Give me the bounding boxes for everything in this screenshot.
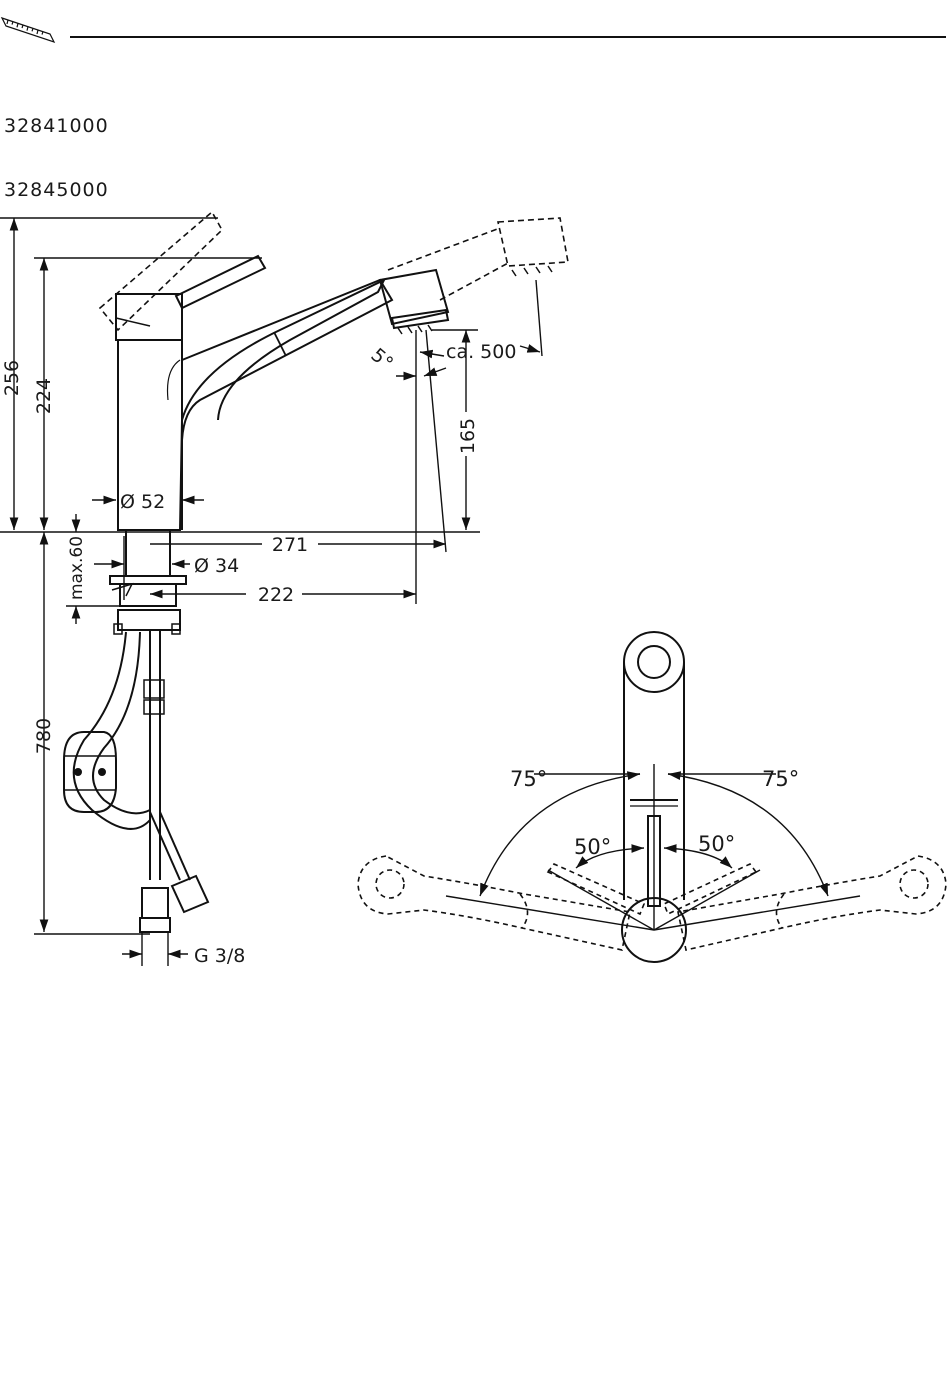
hose-fitting-right [172,876,208,912]
angle-inner-left: 50° [574,835,611,859]
lever-dashed-position [100,212,222,330]
faucet-top-view [358,632,946,962]
spray-head-dashed [498,218,568,266]
dimension-165: 165 [457,418,479,454]
hose-fitting-left [142,888,168,918]
angle-outer-left: 75° [510,767,547,791]
dashed-lever-right [664,864,756,914]
dimension-diameter-34: Ø 34 [194,555,239,577]
dimension-diameter-52: Ø 52 [120,491,165,513]
faucet-side-view [64,212,568,932]
dimension-224: 224 [33,378,55,414]
dashed-spout-right [678,856,946,950]
angle-inner-right: 50° [698,832,735,856]
dimension-max-60: max.60 [67,536,87,600]
faucet-cap [116,294,182,340]
dimension-thread: G 3/8 [194,945,245,967]
dimension-256: 256 [1,360,23,396]
shank [126,530,170,576]
mounting-nut [118,610,180,630]
dashed-spout-left [358,856,630,950]
dimension-271: 271 [272,534,308,556]
dimension-780: 780 [33,718,55,754]
angle-outer-right: 75° [762,767,799,791]
dimension-222: 222 [258,584,294,606]
dimension-pullout: ca. 500 [446,341,516,363]
dashed-lever-left [548,864,644,914]
washer [110,576,186,584]
lever-handle [176,256,265,308]
dimension-labels: 256 224 780 max.60 Ø 52 Ø 34 271 222 165… [1,341,516,967]
spout-tube [182,280,392,440]
top-view-spray-head [624,632,684,692]
dimension-angle-5: 5° [367,344,398,375]
